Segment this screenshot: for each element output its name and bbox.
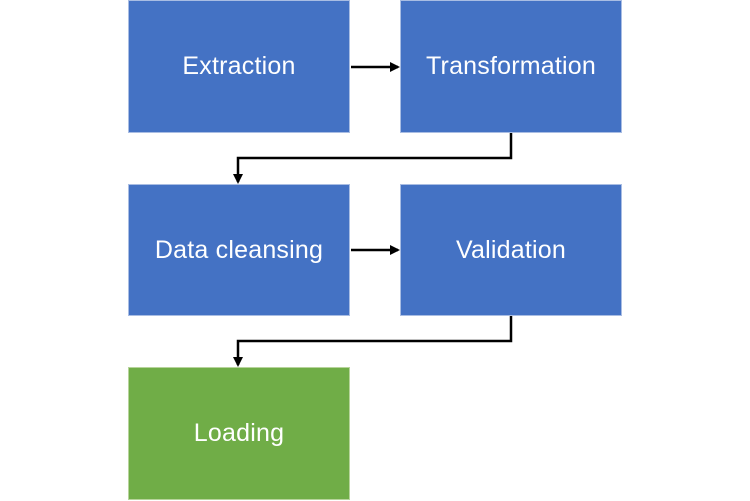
step-extraction-label: Extraction <box>182 52 296 80</box>
step-loading: Loading <box>128 367 350 500</box>
step-data-cleansing: Data cleansing <box>128 184 350 316</box>
step-extraction: Extraction <box>128 0 350 133</box>
step-transformation: Transformation <box>400 0 622 133</box>
step-loading-label: Loading <box>193 419 285 447</box>
step-validation: Validation <box>400 184 622 316</box>
step-data-cleansing-label: Data cleansing <box>154 235 324 264</box>
arrow-transformation-to-data-cleansing <box>233 133 513 184</box>
step-transformation-label: Transformation <box>426 52 596 80</box>
step-validation-label: Validation <box>456 235 566 264</box>
arrow-validation-to-loading <box>233 316 513 367</box>
